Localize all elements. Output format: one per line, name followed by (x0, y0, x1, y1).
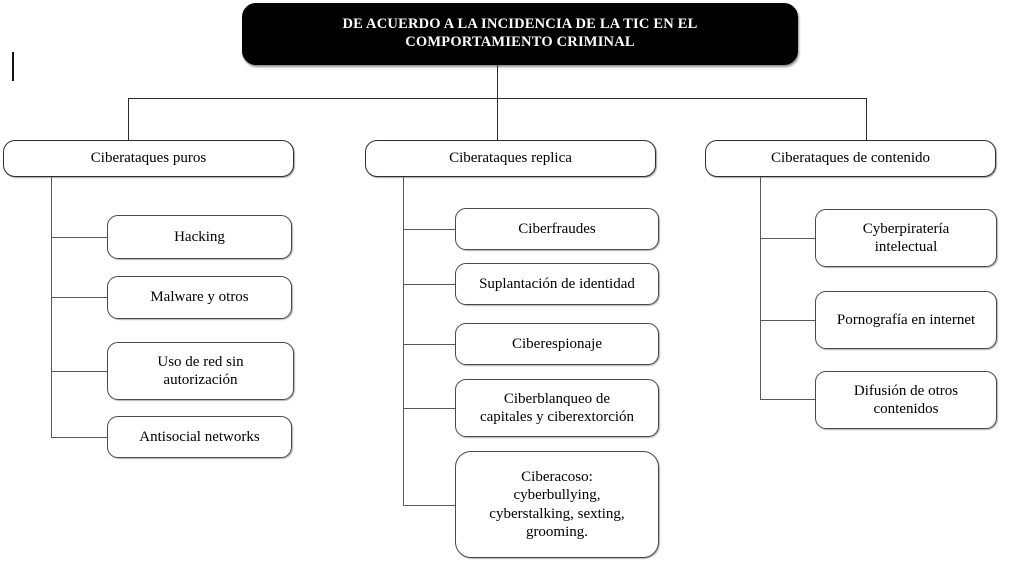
branch-node-ciberataques-replica[interactable]: Ciberataques replica (365, 140, 656, 177)
leaf-node-uso-de-red-sin-autorizacion[interactable]: Uso de red sin autorización (107, 342, 294, 400)
connector-spine-branch-3 (760, 177, 761, 399)
leaf-node-hacking[interactable]: Hacking (107, 215, 292, 259)
connector-stub-2-5 (403, 505, 455, 506)
root-node-incidencia-tic[interactable]: DE ACUERDO A LA INCIDENCIA DE LA TIC EN … (242, 3, 798, 65)
leaf-node-malware-y-otros[interactable]: Malware y otros (107, 276, 292, 319)
connector-stub-1-2 (51, 297, 108, 298)
connector-stub-2-1 (403, 229, 455, 230)
connector-stub-1-4 (51, 437, 108, 438)
leaf-node-pornografia-en-internet[interactable]: Pornografía en internet (815, 291, 997, 349)
leaf-node-ciberespionaje[interactable]: Ciberespionaje (455, 323, 659, 365)
connector-spine-branch-2 (403, 177, 404, 506)
connector-stub-2-4 (403, 408, 455, 409)
connector-root-drop-3 (866, 98, 867, 141)
leaf-node-ciberacoso[interactable]: Ciberacoso: cyberbullying, cyberstalking… (455, 451, 659, 558)
leaf-node-cyberpirateria-intelectual[interactable]: Cyberpiratería intelectual (815, 209, 997, 267)
leaf-node-suplantacion-de-identidad[interactable]: Suplantación de identidad (455, 263, 659, 305)
branch-node-ciberataques-puros[interactable]: Ciberataques puros (3, 140, 294, 177)
leaf-node-ciberfraudes[interactable]: Ciberfraudes (455, 208, 659, 250)
connector-stub-3-2 (760, 320, 816, 321)
connector-root-trunk (497, 65, 498, 99)
leaf-node-difusion-de-otros-contenidos[interactable]: Difusión de otros contenidos (815, 371, 997, 429)
connector-stub-3-3 (760, 399, 816, 400)
branch-node-ciberataques-de-contenido[interactable]: Ciberataques de contenido (705, 140, 996, 177)
connector-stub-1-1 (51, 237, 108, 238)
leaf-node-antisocial-networks[interactable]: Antisocial networks (107, 416, 292, 458)
connector-stub-1-3 (51, 371, 108, 372)
connector-root-drop-1 (128, 98, 129, 141)
stray-cursor-mark (12, 52, 14, 81)
connector-stub-2-3 (403, 344, 455, 345)
connector-stub-3-1 (760, 238, 816, 239)
connector-spine-branch-1 (51, 177, 52, 437)
leaf-node-ciberblanqueo-de-capitales[interactable]: Ciberblanqueo de capitales y ciberextorc… (455, 379, 659, 437)
connector-root-drop-2 (497, 98, 498, 141)
connector-stub-2-2 (403, 284, 455, 285)
